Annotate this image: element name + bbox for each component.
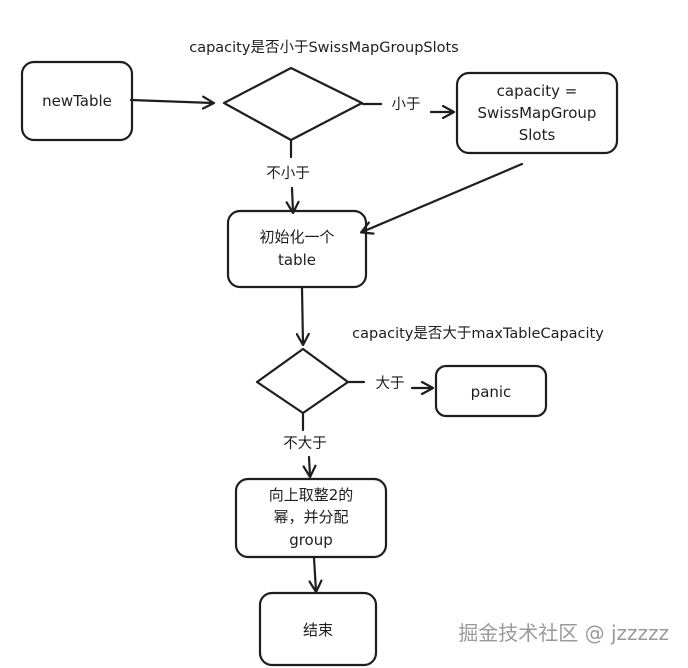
decision-capacity-gt-max [255, 347, 350, 415]
arrow-set-capacity-to-init [362, 162, 524, 232]
edge-not-greater-label: 不大于 [283, 435, 327, 452]
arrow-init-to-decision-2 [302, 286, 303, 344]
decision-capacity-gt-max-label: capacity是否大于maxTableCapacity [352, 325, 604, 342]
node-panic: panic [434, 364, 548, 418]
arrow-round-up-to-end [314, 556, 316, 591]
node-init-table: 初始化一个 table [226, 209, 368, 289]
node-round-up-line-1: 向上取整2的 [269, 486, 354, 504]
node-end-label: 结束 [303, 621, 333, 639]
arrow-not-less-to-init [292, 186, 293, 212]
edge-less-label: 小于 [392, 96, 421, 113]
edge-not-less-label: 不小于 [266, 165, 310, 182]
node-new-table: newTable [20, 60, 134, 142]
node-panic-label: panic [471, 383, 512, 401]
node-set-capacity-line-2: SwissMapGroup [478, 104, 597, 122]
node-round-up-line-3: group [289, 531, 333, 549]
node-set-capacity: capacity = SwissMapGroup Slots [455, 71, 619, 155]
node-round-up: 向上取整2的 幂，并分配 group [234, 477, 388, 559]
arrow-not-greater-to-round-up [309, 455, 310, 476]
node-init-table-line-2: table [278, 251, 316, 269]
node-init-table-line-1: 初始化一个 [259, 228, 334, 246]
node-set-capacity-line-1: capacity = [497, 82, 578, 100]
node-round-up-line-2: 幂，并分配 [273, 508, 348, 526]
decision-capacity-lt-slots-label: capacity是否小于SwissMapGroupSlots [189, 39, 459, 56]
node-new-table-label: newTable [42, 92, 112, 110]
decision-capacity-lt-slots [222, 66, 364, 142]
node-end: 结束 [258, 591, 378, 667]
arrow-newtable-to-decision [129, 100, 213, 103]
edge-greater-label: 大于 [376, 375, 405, 392]
watermark: 掘金技术社区 @ jzzzzz [458, 621, 669, 645]
node-set-capacity-line-3: Slots [519, 126, 556, 144]
